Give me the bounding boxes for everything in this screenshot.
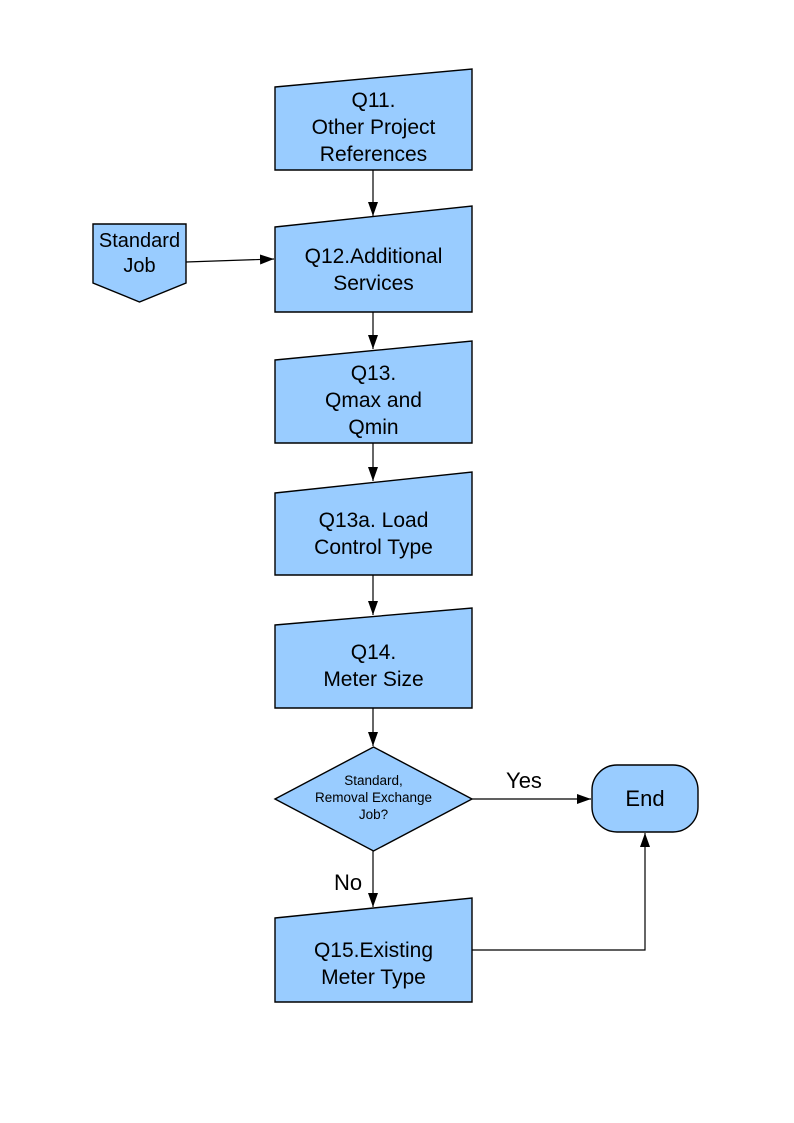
node-decision-label: Standard, Removal Exchange Job? (314, 772, 433, 822)
node-q13a-shape (274, 471, 473, 576)
node-q15-shape (274, 897, 473, 1003)
edge-label-no: No (333, 870, 363, 895)
node-q13-label: Q13. Qmax and Qmin (325, 361, 422, 439)
node-standard-job-label: Standard Job (98, 230, 181, 277)
node-q14-label: Q14. Meter Size (323, 641, 424, 691)
node-q12-label: Q12.Additional Services (304, 245, 443, 295)
connector-q15-to-end (472, 833, 650, 951)
node-standard-job-shape (92, 223, 187, 303)
node-q11-label: Q11. Other Project References (311, 88, 436, 166)
connector-standardjob-to-q12 (185, 254, 275, 265)
node-end-label: End (625, 786, 665, 811)
node-q14-shape (274, 607, 473, 709)
edge-label-yes: Yes (506, 768, 542, 793)
node-q13a-label: Q13a. Load Control Type (314, 509, 433, 559)
node-q12-shape (274, 205, 473, 313)
node-q15-label: Q15.Existing Meter Type (313, 939, 434, 989)
node-q13-shape (274, 340, 473, 444)
node-decision-shape (273, 746, 474, 852)
node-end-shape (591, 764, 699, 833)
node-q11-shape (274, 68, 473, 171)
